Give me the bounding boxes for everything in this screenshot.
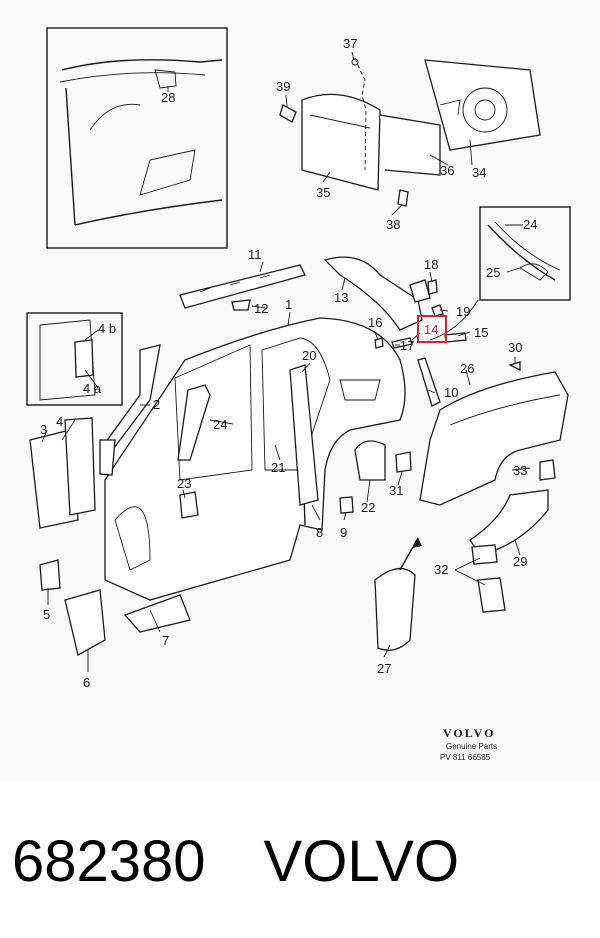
callout-16[interactable]: 16 xyxy=(368,315,382,330)
callout-4a[interactable]: 4 a xyxy=(83,381,102,396)
logo-line-1: Genuine Parts xyxy=(446,742,497,751)
callout-labels: 1 2 3 4 4 a 4 b 5 6 7 8 9 10 11 12 13 14… xyxy=(40,36,537,690)
callout-20[interactable]: 20 xyxy=(302,348,316,363)
callout-22[interactable]: 22 xyxy=(361,500,375,515)
callout-1[interactable]: 1 xyxy=(285,297,292,312)
callout-5[interactable]: 5 xyxy=(43,607,50,622)
strip-10 xyxy=(417,357,441,407)
caption-brand: VOLVO xyxy=(263,829,460,894)
callout-32[interactable]: 32 xyxy=(434,562,448,577)
callout-13[interactable]: 13 xyxy=(334,290,348,305)
callout-26[interactable]: 26 xyxy=(460,361,474,376)
callout-11[interactable]: 11 xyxy=(248,247,262,262)
callout-19[interactable]: 19 xyxy=(456,304,470,319)
inset-4 xyxy=(26,312,123,406)
callout-39[interactable]: 39 xyxy=(276,79,290,94)
callout-17[interactable]: 17 xyxy=(400,338,414,353)
callout-31[interactable]: 31 xyxy=(389,483,403,498)
volvo-genuine-parts-logo: VOLVO Genuine Parts PV 811 66585 xyxy=(440,726,497,762)
roof-rail-group xyxy=(179,264,306,311)
callout-4[interactable]: 4 xyxy=(56,414,63,429)
clip-30 xyxy=(508,361,521,372)
logo-line-2: PV 811 66585 xyxy=(440,753,491,762)
callout-25[interactable]: 25 xyxy=(486,265,500,280)
callout-21[interactable]: 21 xyxy=(271,460,285,475)
callout-33[interactable]: 33 xyxy=(513,463,527,478)
logo-brand: VOLVO xyxy=(443,726,495,740)
rear-quarter-inner xyxy=(323,256,431,331)
bracket-32a xyxy=(471,544,498,565)
callout-27[interactable]: 27 xyxy=(377,661,391,676)
caption-bar: 682380 VOLVO xyxy=(12,822,592,902)
callout-3[interactable]: 3 xyxy=(40,422,47,437)
callout-24-body[interactable]: 24 xyxy=(213,417,227,432)
rear-quarter-outer xyxy=(419,371,569,506)
callout-2[interactable]: 2 xyxy=(153,397,160,412)
exploded-parts-diagram: 1 2 3 4 4 a 4 b 5 6 7 8 9 10 11 12 13 14… xyxy=(26,27,571,762)
fastener-group xyxy=(374,279,467,349)
callout-18[interactable]: 18 xyxy=(424,257,438,272)
wheel-arch-22 xyxy=(354,440,412,481)
callout-34[interactable]: 34 xyxy=(472,165,486,180)
callout-37[interactable]: 37 xyxy=(343,36,357,51)
callout-10[interactable]: 10 xyxy=(444,385,458,400)
callout-29[interactable]: 29 xyxy=(513,554,527,569)
liner-27 xyxy=(374,568,416,651)
callout-8[interactable]: 8 xyxy=(316,525,323,540)
callout-4b[interactable]: 4 b xyxy=(98,321,116,336)
callout-35[interactable]: 35 xyxy=(316,185,330,200)
bracket-32b xyxy=(477,577,506,613)
fuel-filler-group xyxy=(279,57,541,207)
callout-30[interactable]: 30 xyxy=(508,340,522,355)
callout-12[interactable]: 12 xyxy=(254,301,268,316)
inset-right xyxy=(429,206,571,341)
wheel-house-29 xyxy=(469,489,549,556)
callout-15[interactable]: 15 xyxy=(474,325,488,340)
centre-pillar xyxy=(177,364,354,519)
callout-6[interactable]: 6 xyxy=(83,675,90,690)
callout-28[interactable]: 28 xyxy=(161,90,175,105)
callout-9[interactable]: 9 xyxy=(340,525,347,540)
lower-brackets xyxy=(39,559,191,656)
callout-24-inset[interactable]: 24 xyxy=(523,217,537,232)
part-number: 682380 xyxy=(12,829,206,894)
bracket-33 xyxy=(539,459,556,481)
diagram-panel: 1 2 3 4 4 a 4 b 5 6 7 8 9 10 11 12 13 14… xyxy=(26,27,571,762)
callout-23[interactable]: 23 xyxy=(177,476,191,491)
callout-38[interactable]: 38 xyxy=(386,217,400,232)
callout-14-highlighted[interactable]: 14 xyxy=(424,322,438,337)
highlight-box xyxy=(417,315,447,343)
lower-left-panels xyxy=(29,417,116,529)
callout-36[interactable]: 36 xyxy=(440,163,454,178)
callout-7[interactable]: 7 xyxy=(162,633,169,648)
inset-top-left xyxy=(46,27,228,249)
leader-lines xyxy=(41,51,531,672)
